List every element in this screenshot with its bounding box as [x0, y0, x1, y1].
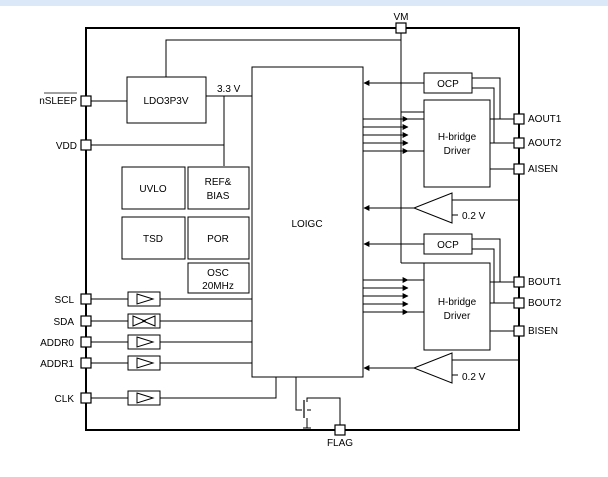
hbridge-b-control-bus — [363, 277, 424, 315]
pin-sda-label: SDA — [53, 317, 74, 328]
pin-addr1: ADDR1 — [40, 357, 92, 370]
ref-bias-block: REF& BIAS — [187, 166, 250, 210]
hbridge-a-label-2: Driver — [444, 146, 471, 157]
buffer-addr1 — [91, 355, 252, 371]
uvlo-label: UVLO — [139, 184, 166, 195]
flag-transistor — [295, 377, 341, 429]
pin-clk: CLK — [55, 392, 92, 405]
ldo-label: LDO3P3V — [143, 96, 188, 107]
hbridge-b-label-2: Driver — [444, 311, 471, 322]
pin-scl-label: SCL — [55, 295, 75, 306]
comparator-b: 0.2 V — [363, 352, 519, 384]
pin-addr1-label: ADDR1 — [40, 359, 74, 370]
chip-outline — [85, 27, 520, 431]
pin-bout2: BOUT2 — [513, 297, 562, 309]
osc-block: OSC 20MHz — [187, 262, 250, 294]
pin-aisen-label: AISEN — [528, 164, 558, 175]
pin-nsleep-label: nSLEEP — [39, 96, 77, 107]
buffer-addr0 — [91, 334, 252, 350]
pin-bisen-label: BISEN — [528, 326, 558, 337]
rail-label: 3.3 V — [217, 84, 241, 95]
ref-label-1: REF& — [205, 177, 232, 188]
pin-sda: SDA — [53, 315, 92, 328]
pin-nsleep: nSLEEP — [39, 92, 127, 107]
pin-aisen: AISEN — [513, 163, 558, 175]
logic-block: LOIGC — [251, 66, 364, 378]
osc-label-1: OSC — [207, 268, 229, 279]
osc-label-2: 20MHz — [202, 281, 234, 292]
pin-scl: SCL — [55, 293, 92, 306]
pin-aout2: AOUT2 — [513, 137, 562, 149]
hbridge-b-label-1: H-bridge — [438, 297, 477, 308]
pin-addr0: ADDR0 — [40, 336, 92, 349]
hbridge-b-block: H-bridge Driver — [423, 262, 491, 351]
buffer-sda-bidir — [91, 313, 252, 329]
tsd-label: TSD — [143, 234, 163, 245]
buffer-scl — [91, 291, 252, 307]
buffer-clk — [91, 377, 277, 406]
tsd-block: TSD — [121, 216, 186, 260]
logic-label: LOIGC — [291, 219, 322, 230]
ldo-block: LDO3P3V — [126, 76, 207, 124]
vref-b-label: 0.2 V — [462, 372, 486, 383]
pin-aout1: AOUT1 — [513, 113, 562, 125]
pin-aout2-label: AOUT2 — [528, 138, 562, 149]
ocp-b-label: OCP — [437, 240, 459, 251]
pin-bisen: BISEN — [513, 325, 558, 337]
ref-label-2: BIAS — [207, 191, 230, 202]
pin-addr0-label: ADDR0 — [40, 338, 74, 349]
comparator-a: 0.2 V — [363, 192, 519, 224]
ocp-a-block: OCP — [423, 72, 473, 94]
pin-bout1: BOUT1 — [513, 276, 562, 288]
ocp-b-block: OCP — [423, 233, 473, 255]
hbridge-a-block: H-bridge Driver — [423, 99, 491, 188]
hbridge-a-control-bus — [363, 116, 424, 154]
pin-vm: VM — [394, 12, 409, 34]
pin-aout1-label: AOUT1 — [528, 114, 562, 125]
top-bar — [0, 0, 608, 6]
pin-flag-label: FLAG — [327, 438, 353, 449]
uvlo-block: UVLO — [121, 166, 186, 210]
pin-vm-label: VM — [394, 12, 409, 23]
hbridge-a-label-1: H-bridge — [438, 132, 477, 143]
pin-flag: FLAG — [327, 424, 353, 449]
pin-bout1-label: BOUT1 — [528, 277, 562, 288]
pin-bout2-label: BOUT2 — [528, 298, 562, 309]
por-block: POR — [187, 216, 250, 260]
ocp-a-label: OCP — [437, 79, 459, 90]
pin-clk-label: CLK — [55, 394, 75, 405]
pin-vdd-label: VDD — [56, 141, 77, 152]
por-label: POR — [207, 234, 229, 245]
vref-a-label: 0.2 V — [462, 211, 486, 222]
